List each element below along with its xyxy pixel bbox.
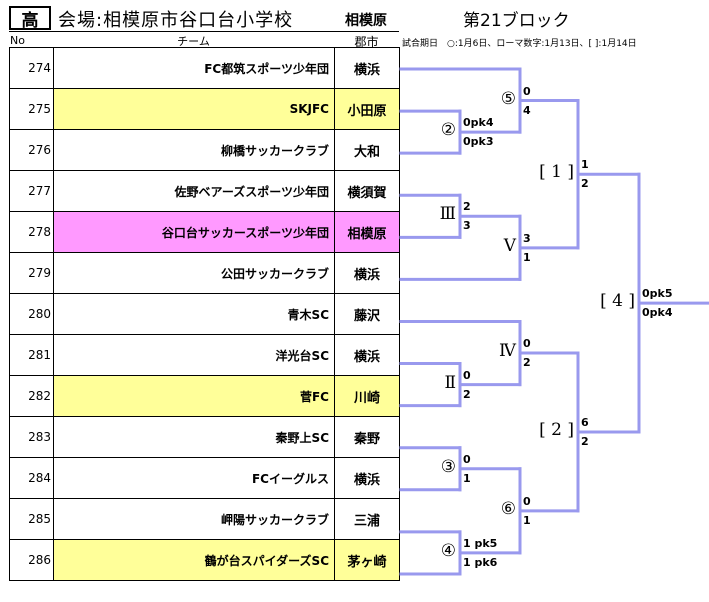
team-city: 横浜 [334, 457, 400, 499]
team-city: 大和 [334, 129, 400, 171]
match-label: ⑤ [500, 88, 516, 109]
team-name: 公田サッカークラブ [53, 252, 335, 294]
score-bottom: 2 [463, 387, 471, 401]
title-underline [9, 31, 399, 32]
score-bottom: 4 [523, 103, 531, 117]
score-top: 0 [463, 368, 471, 382]
column-header-team: チーム [177, 35, 210, 48]
team-number: 277 [9, 170, 54, 212]
team-name: 柳橋サッカークラブ [53, 129, 335, 171]
score-bottom: 1 [523, 250, 531, 264]
column-header-no: No [10, 34, 25, 47]
team-number: 280 [9, 293, 54, 335]
match-label: Ⅲ [439, 204, 456, 225]
score-bottom: 3 [463, 219, 471, 233]
team-number: 279 [9, 252, 54, 294]
score-top: 0 [523, 337, 531, 351]
team-number: 285 [9, 498, 54, 540]
score-top: 0pk5 [642, 287, 673, 301]
team-name: FC都筑スポーツ少年団 [53, 47, 335, 89]
match-label: ⑥ [500, 498, 516, 519]
score-bottom: 0pk3 [463, 135, 494, 149]
team-name: 佐野ベアーズスポーツ少年団 [53, 170, 335, 212]
match-label: Ⅴ [503, 235, 516, 256]
team-number: 283 [9, 416, 54, 458]
score-top: 1 [581, 158, 589, 172]
team-city: 茅ヶ崎 [334, 539, 400, 581]
team-number: 284 [9, 457, 54, 499]
team-name: 菅FC [53, 375, 335, 417]
match-label: [ 2 ] [539, 419, 574, 440]
team-name: 洋光台SC [53, 334, 335, 376]
team-number: 282 [9, 375, 54, 417]
team-city: 横須賀 [334, 170, 400, 212]
score-top: 0pk4 [463, 116, 494, 130]
team-city: 相模原 [334, 211, 400, 253]
score-top: 1 pk5 [463, 536, 498, 550]
team-name: 鶴が台スパイダーズSC [53, 539, 335, 581]
score-top: 0 [463, 452, 471, 466]
match-label: Ⅱ [444, 372, 456, 393]
team-name: SKJFC [53, 88, 335, 130]
column-header-city: 郡市 [354, 35, 379, 49]
score-top: 0 [523, 84, 531, 98]
team-city: 川崎 [334, 375, 400, 417]
score-bottom: 2 [581, 177, 589, 191]
score-bottom: 1 [523, 513, 531, 527]
team-number: 275 [9, 88, 54, 130]
team-number: 276 [9, 129, 54, 171]
score-top: 0 [523, 494, 531, 508]
team-number: 286 [9, 539, 54, 581]
team-name: 岬陽サッカークラブ [53, 498, 335, 540]
score-bottom: 1 [463, 471, 471, 485]
schedule-note: 試合期日 ○:1月6日、ローマ数字:1月13日、[ ]:1月14日 [402, 39, 637, 49]
division-badge: 高 [9, 6, 51, 31]
match-label: ④ [440, 540, 456, 561]
team-city: 横浜 [334, 47, 400, 89]
match-label: Ⅳ [499, 341, 516, 362]
match-label: ③ [440, 456, 456, 477]
team-city: 藤沢 [334, 293, 400, 335]
team-number: 278 [9, 211, 54, 253]
match-label: [ 4 ] [600, 291, 635, 312]
block-title: 第21ブロック [463, 11, 570, 31]
team-name: 谷口台サッカースポーツ少年団 [53, 211, 335, 253]
score-bottom: 1 pk6 [463, 555, 498, 569]
match-label: [ 1 ] [539, 162, 574, 183]
score-bottom: 0pk4 [642, 306, 673, 320]
team-name: 青木SC [53, 293, 335, 335]
venue-city: 相模原 [345, 13, 387, 29]
score-bottom: 2 [523, 356, 531, 370]
team-city: 小田原 [334, 88, 400, 130]
score-top: 3 [523, 231, 531, 245]
team-city: 三浦 [334, 498, 400, 540]
team-name: 秦野上SC [53, 416, 335, 458]
score-bottom: 2 [581, 434, 589, 448]
score-top: 2 [463, 200, 471, 214]
score-top: 6 [581, 415, 589, 429]
match-label: ② [440, 120, 456, 141]
team-city: 横浜 [334, 334, 400, 376]
team-number: 281 [9, 334, 54, 376]
team-name: FCイーグルス [53, 457, 335, 499]
team-number: 274 [9, 47, 54, 89]
team-city: 横浜 [334, 252, 400, 294]
team-city: 秦野 [334, 416, 400, 458]
venue-title: 会場:相模原市谷口台小学校 [58, 10, 294, 31]
